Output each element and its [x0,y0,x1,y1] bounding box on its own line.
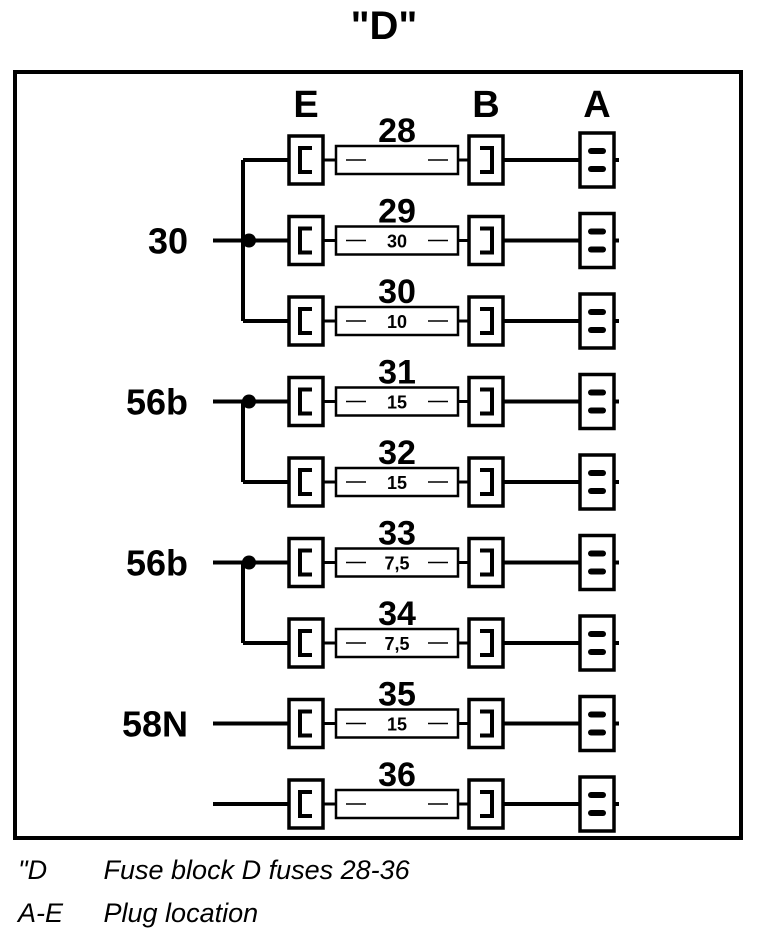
connector-a-pin [588,148,606,154]
socket-e-contact [298,146,312,174]
column-b-header: B [472,84,499,126]
socket-b-contact [480,146,494,174]
socket-e-contact [298,790,312,818]
column-e-header: E [293,84,318,126]
socket-b [467,295,505,347]
socket-e-contact [298,468,312,496]
connector-a-pin [588,309,606,315]
column-a-header: A [583,84,610,126]
socket-b [467,697,505,750]
socket-e-contact [298,307,312,335]
fuse-rating: 30 [387,232,407,252]
junction-dot [242,233,256,248]
connector-a [578,211,616,270]
connector-a-pin [588,792,606,798]
connector-a-pin [588,407,606,414]
supply-label: 58N [122,704,188,745]
socket-b-contact [480,226,494,255]
socket-e [287,375,325,428]
socket-e-contact [298,629,312,657]
connector-a [578,372,616,431]
fuse-number: 35 [378,676,416,714]
fuse-number: 34 [378,595,416,633]
junction-dot [242,555,256,570]
diagram-title: "D" [350,4,418,48]
socket-e [287,778,325,830]
fuse-rows: 282930301031153215337,5347,53515363056b5… [122,112,619,833]
socket-e [287,617,325,669]
connector-a [578,292,616,350]
supply-label: 30 [148,221,188,262]
socket-b-contact [480,468,494,496]
socket-b [467,617,505,669]
socket-b-contact [480,629,494,657]
fuse-number: 33 [378,515,416,553]
socket-b-contact [480,548,494,577]
socket-b [467,134,505,186]
connector-a-pin [588,470,606,476]
socket-b [467,456,505,508]
connector-a [578,453,616,511]
socket-b [467,778,505,830]
socket-b [467,375,505,428]
legend-text: Plug location [103,898,259,928]
connector-a-pin [588,166,606,172]
connector-a-pin [588,389,606,396]
connector-a [578,533,616,592]
socket-b [467,214,505,267]
socket-e [287,214,325,267]
connector-a [578,694,616,753]
socket-e-contact [298,709,312,738]
legend-key: A-E [18,898,64,928]
fuse-rating: 10 [387,312,407,332]
supply-label: 56b [126,543,188,584]
fuse-number: 29 [378,193,416,231]
legend-key: "D [18,855,48,885]
socket-b-contact [480,307,494,335]
socket-e [287,536,325,589]
socket-e [287,697,325,750]
socket-e [287,295,325,347]
socket-e-contact [298,226,312,255]
fuse-rating: 7,5 [384,554,409,574]
socket-b-contact [480,709,494,738]
fuse-number: 32 [378,434,416,472]
fuse-rating: 7,5 [384,634,409,654]
socket-e-contact [298,548,312,577]
connector-a-pin [588,568,606,575]
connector-a-pin [588,550,606,557]
connector-a [578,614,616,672]
legend-item: "D Fuse block D fuses 28-36 [18,855,410,886]
connector-a-pin [588,631,606,637]
connector-a-pin [588,810,606,816]
connector-a-pin [588,246,606,253]
fuse-rating: 15 [387,473,407,493]
fuse-number: 36 [378,756,416,794]
fuse-rating: 15 [387,715,407,735]
fuse-rating: 15 [387,393,407,413]
fuse-number: 31 [378,354,416,392]
connector-a-pin [588,649,606,655]
socket-b-contact [480,790,494,818]
connector-a-pin [588,327,606,333]
legend-text: Fuse block D fuses 28-36 [103,855,410,885]
connector-a-pin [588,729,606,736]
supply-label: 56b [126,382,188,423]
legend-item: A-E Plug location [18,898,258,929]
socket-e-contact [298,387,312,416]
socket-e [287,456,325,508]
connector-a-pin [588,488,606,494]
socket-e [287,134,325,186]
fuse-block-frame [13,70,743,840]
junction-dot [242,394,256,409]
connector-a-pin [588,711,606,718]
socket-b [467,536,505,589]
connector-a [578,131,616,189]
fuse-number: 28 [378,112,416,150]
socket-b-contact [480,387,494,416]
connector-a [578,775,616,833]
fuse-number: 30 [378,273,416,311]
connector-a-pin [588,228,606,235]
